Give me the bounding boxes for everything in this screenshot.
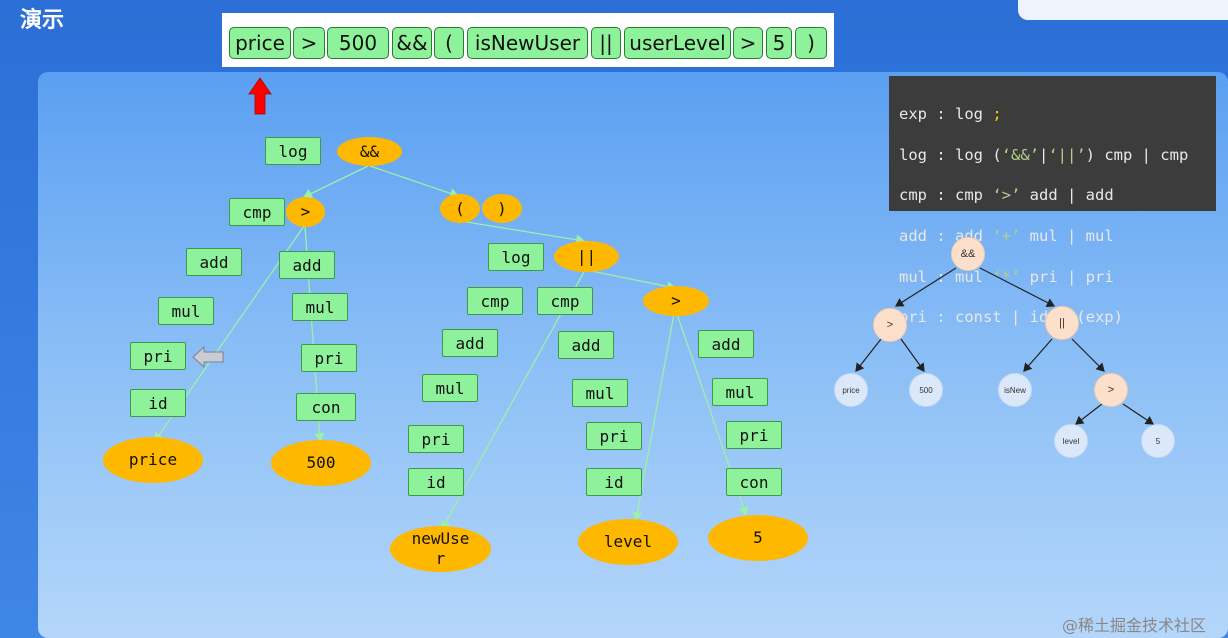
node-mul-3: mul [422,374,478,402]
token-5: 5 [766,27,792,59]
ast-leaf-level: level [1054,424,1088,458]
grey-left-arrow-icon [192,345,224,369]
op-gt-2: > [643,286,709,316]
token-500: 500 [327,27,389,59]
node-add-1: add [186,248,242,276]
node-pri-3: pri [408,425,464,453]
ast-edge-6 [1071,338,1105,372]
grammar-line-mul: mul : mul ‘*’ pri | pri [899,267,1114,286]
ast-edge-1 [894,267,957,307]
grammar-line-add: add : add ‘+’ mul | mul [899,227,1114,246]
leaf-5: 5 [708,515,808,561]
edge-paren-or [459,220,586,245]
token-price: price [229,27,291,59]
ast-edge-3 [855,338,882,372]
node-log-2: log [488,243,544,271]
ast-leaf-price: price [834,373,868,407]
ast-node-gt-2: > [1094,373,1128,407]
token-isnewuser: isNewUser [467,27,588,59]
ast-edge-5 [1023,338,1053,372]
node-add-4: add [558,331,614,359]
node-add-3: add [442,329,498,357]
leaf-500: 500 [271,440,371,486]
token-and: && [392,27,432,59]
ast-edge-2 [979,267,1056,307]
grammar-line-log: log : log (‘&&’|‘||’) cmp | cmp [899,145,1189,164]
op-and: && [337,137,402,166]
op-rparen: ) [482,194,522,223]
ast-edge-8 [1122,403,1154,425]
leaf-newuser: newUser [390,526,491,572]
token-userlevel: userLevel [624,27,731,59]
leaf-price: price [103,437,203,483]
op-gt-1: > [286,197,325,227]
node-id-1: id [130,389,186,417]
node-log-1: log [265,137,321,165]
node-add-5: add [698,330,754,358]
op-or: || [554,241,619,272]
node-con-2: con [296,393,356,421]
node-pri-4: pri [586,422,642,450]
node-mul-5: mul [712,378,768,406]
node-id-3: id [408,468,464,496]
node-cmp-4: cmp [537,287,593,315]
token-lparen: ( [434,27,464,59]
grammar-box: exp : log ; log : log (‘&&’|‘||’) cmp | … [889,76,1216,326]
slide-title: 演示 [20,8,65,33]
red-up-arrow-icon [248,77,272,115]
ast-edge-4 [900,338,925,372]
node-cmp-1: cmp [229,198,285,226]
node-con-5: con [726,468,782,496]
edge-and-paren [369,165,460,199]
node-add-2: add [279,251,335,279]
grammar-line-cmp: cmp : cmp ‘>’ add | add [899,186,1114,205]
node-pri-2: pri [301,344,357,372]
node-mul-2: mul [292,293,348,321]
token-gt-2: > [733,27,763,59]
ast-node-and: && [951,237,985,271]
ast-node-gt-1: > [873,308,907,342]
ast-leaf-500: 500 [909,373,943,407]
node-id-4: id [586,468,642,496]
node-mul-4: mul [572,379,628,407]
token-gt: > [293,27,325,59]
node-mul-1: mul [158,297,214,325]
token-or: || [591,27,621,59]
ast-edge-7 [1075,403,1103,425]
op-lparen: ( [440,194,480,223]
node-cmp-3: cmp [467,287,523,315]
ast-node-or: || [1045,306,1079,340]
leaf-level: level [578,519,678,565]
ast-leaf-5: 5 [1141,424,1175,458]
token-rparen: ) [795,27,827,59]
grammar-line-exp: exp : log ; [899,105,1002,124]
watermark: @稀土掘金技术社区 [1062,616,1207,635]
node-pri-1: pri [130,342,186,370]
node-pri-5: pri [726,421,782,449]
top-right-panel [1018,0,1228,20]
edge-gt-level [632,313,675,522]
edge-and-gt [302,165,369,199]
ast-leaf-isnew: isNew [998,373,1032,407]
edge-or-gt [585,269,677,292]
